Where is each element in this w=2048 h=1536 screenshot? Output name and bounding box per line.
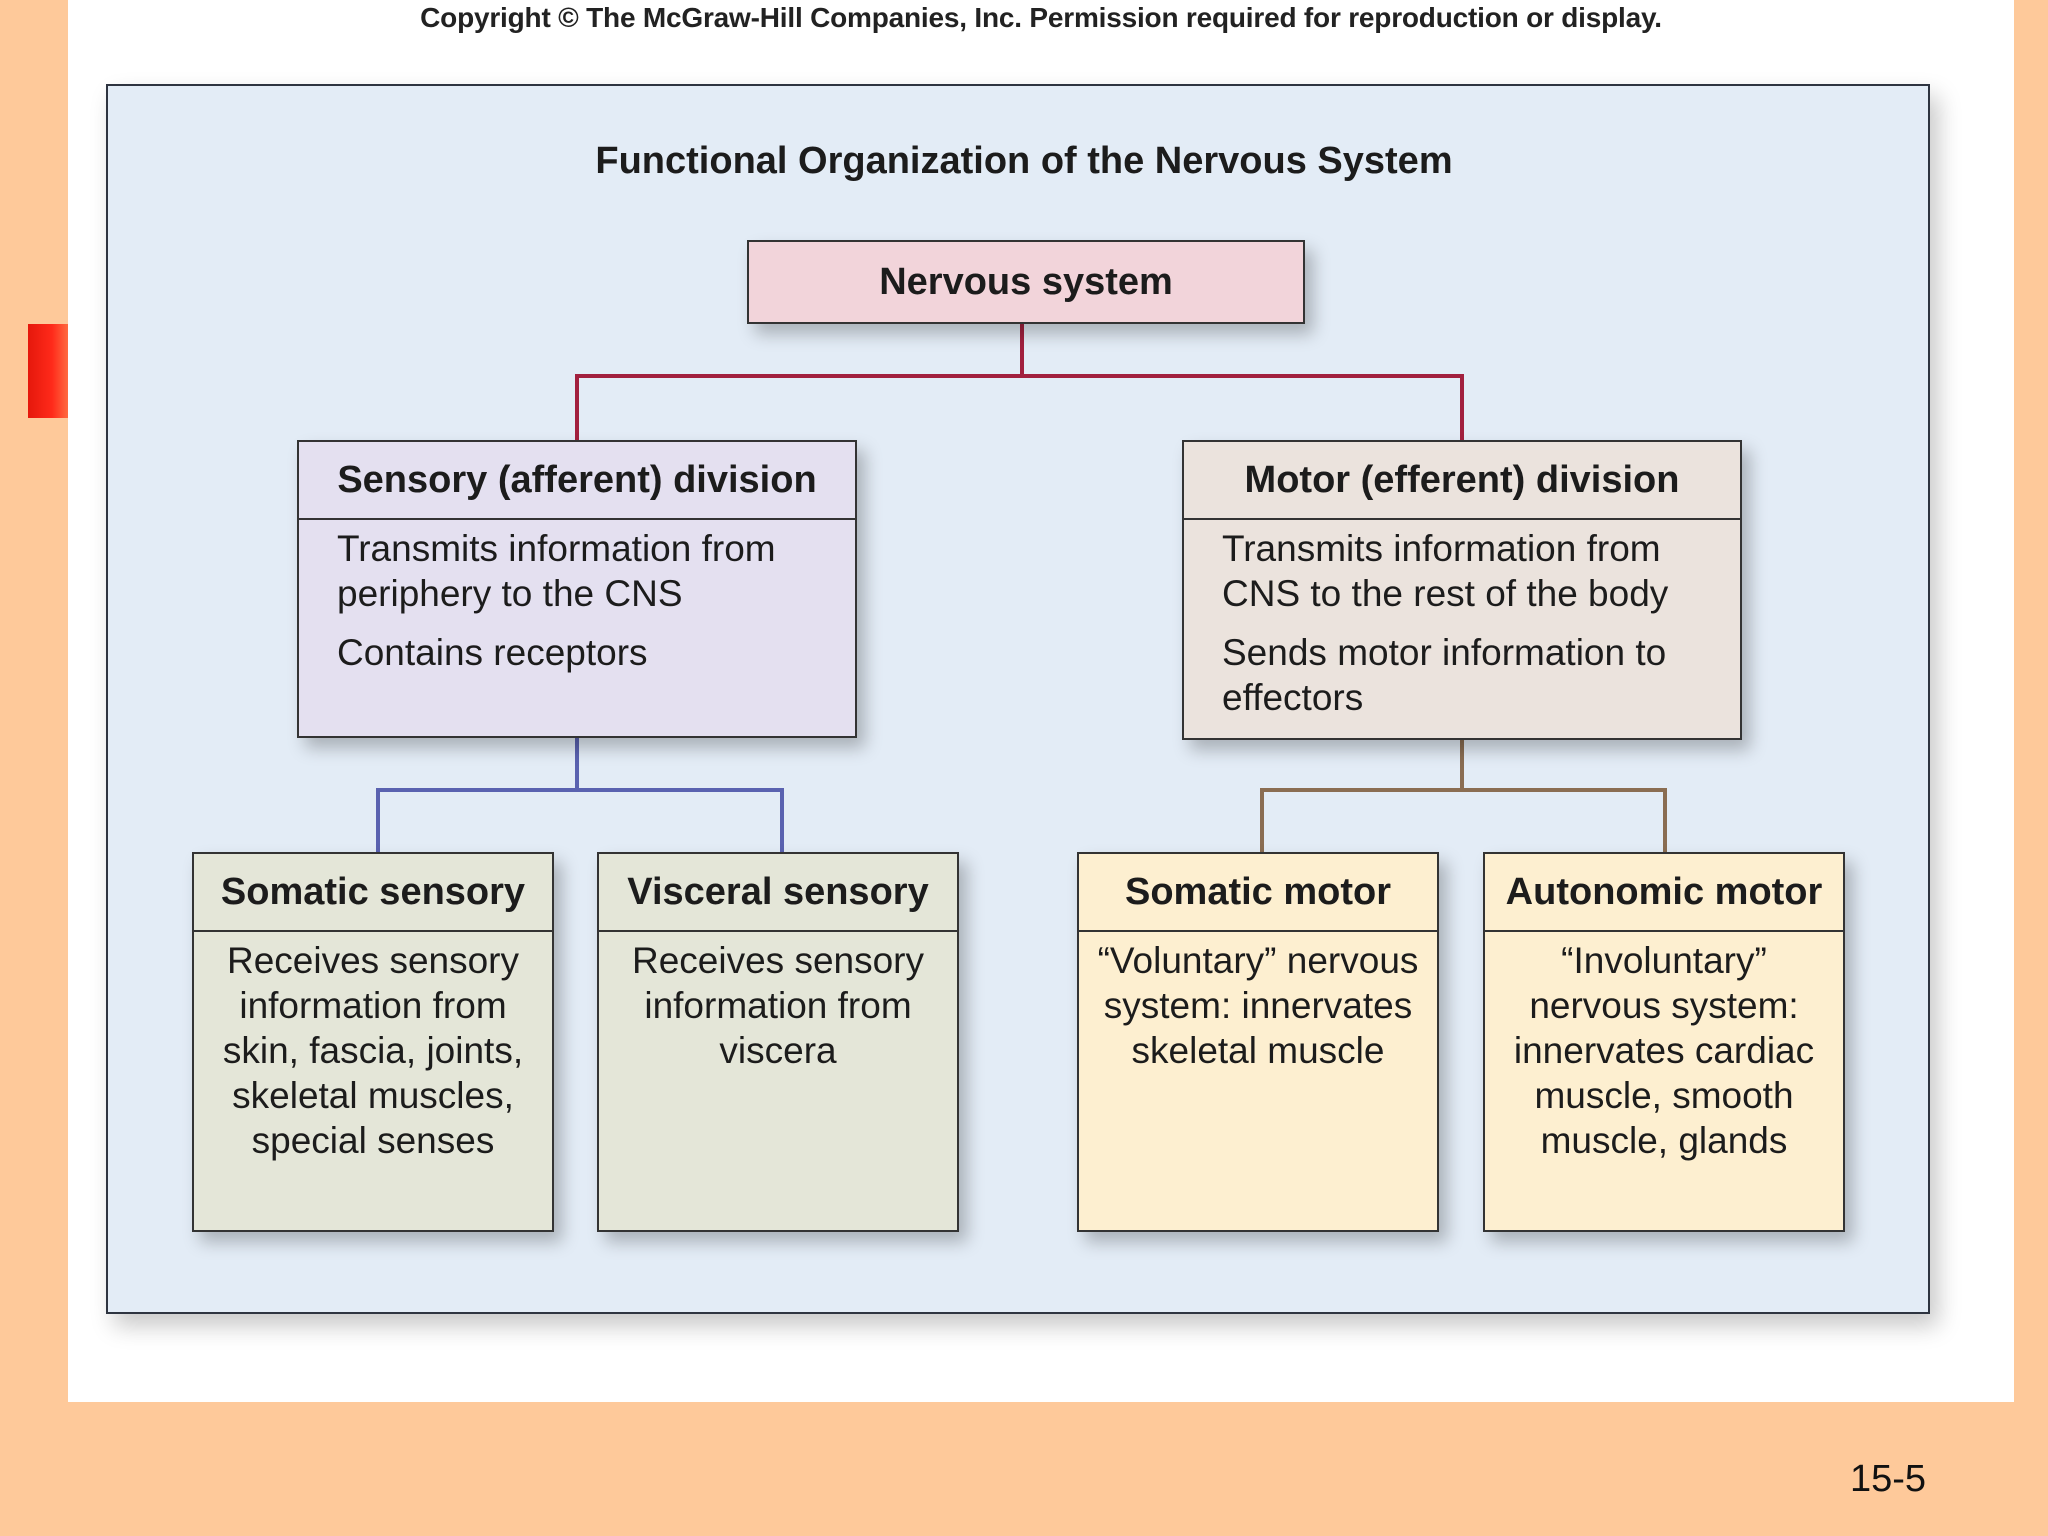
autonomic-motor-box: Autonomic motor “Involuntary” nervous sy…: [1483, 852, 1845, 1232]
somatic-sensory-heading: Somatic sensory: [194, 854, 552, 932]
slide-accent-tab: [28, 324, 68, 418]
somatic-sensory-body: Receives sensory information from skin, …: [194, 932, 552, 1163]
page-number: 15-5: [1849, 1458, 1926, 1500]
sensory-division-body: Transmits information from periphery to …: [299, 520, 855, 675]
somatic-sensory-text: Receives sensory information from skin, …: [222, 940, 524, 1161]
motor-division-heading: Motor (efferent) division: [1184, 442, 1740, 520]
sensory-division-box: Sensory (afferent) division Transmits in…: [297, 440, 857, 738]
somatic-motor-text: “Voluntary” nervous system: innervates s…: [1097, 940, 1419, 1071]
visceral-sensory-heading: Visceral sensory: [599, 854, 957, 932]
motor-division-line: Sends motor information to effectors: [1222, 632, 1667, 718]
nervous-system-label: Nervous system: [879, 260, 1173, 303]
copyright-notice: Copyright © The McGraw-Hill Companies, I…: [420, 2, 1662, 33]
autonomic-motor-body: “Involuntary” nervous system: innervates…: [1485, 932, 1843, 1163]
visceral-sensory-text: Receives sensory information from viscer…: [631, 940, 924, 1071]
autonomic-motor-heading: Autonomic motor: [1485, 854, 1843, 932]
visceral-sensory-body: Receives sensory information from viscer…: [599, 932, 957, 1073]
motor-connector: [1260, 740, 1464, 852]
motor-division-box: Motor (efferent) division Transmits info…: [1182, 440, 1742, 740]
sensory-connector-right: [577, 788, 784, 852]
nervous-system-box: Nervous system: [747, 240, 1305, 324]
autonomic-motor-text: “Involuntary” nervous system: innervates…: [1513, 940, 1815, 1161]
sensory-division-line: Transmits information from periphery to …: [337, 528, 776, 614]
sensory-division-heading: Sensory (afferent) division: [299, 442, 855, 520]
diagram-title: Functional Organization of the Nervous S…: [595, 140, 1453, 182]
somatic-motor-body: “Voluntary” nervous system: innervates s…: [1079, 932, 1437, 1073]
somatic-motor-heading: Somatic motor: [1079, 854, 1437, 932]
somatic-sensory-box: Somatic sensory Receives sensory informa…: [192, 852, 554, 1232]
sensory-division-line: Contains receptors: [337, 632, 648, 673]
root-connector-right: [1022, 374, 1464, 440]
motor-connector-right: [1462, 788, 1667, 852]
motor-division-body: Transmits information from CNS to the re…: [1184, 520, 1740, 720]
root-connector: [575, 324, 1024, 440]
visceral-sensory-box: Visceral sensory Receives sensory inform…: [597, 852, 959, 1232]
somatic-motor-box: Somatic motor “Voluntary” nervous system…: [1077, 852, 1439, 1232]
sensory-connector: [376, 738, 579, 852]
motor-division-line: Transmits information from CNS to the re…: [1222, 528, 1669, 614]
